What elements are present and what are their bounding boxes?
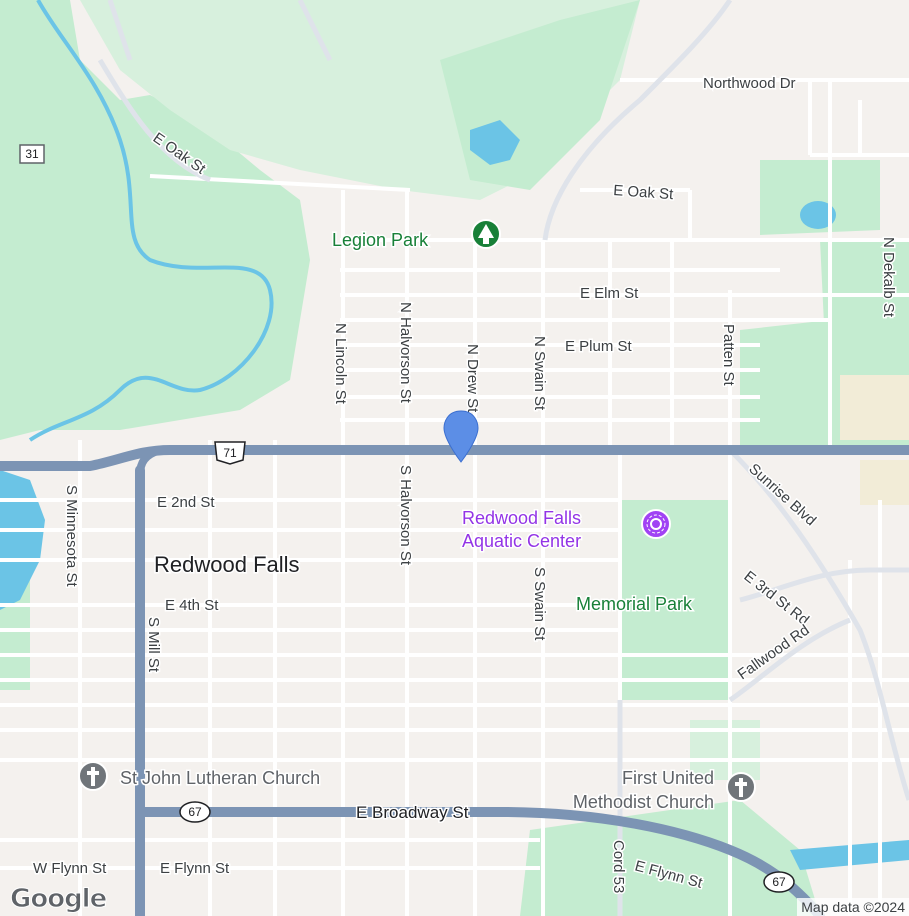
street-label-e-plum-st: E Plum St <box>565 338 633 355</box>
street-label-e-broadway-st: E Broadway St <box>356 803 469 822</box>
highway-67-shield: 67 <box>179 801 211 823</box>
street-label-e-2nd-st: E 2nd St <box>157 494 215 511</box>
street-label-e-flynn-st: E Flynn St <box>160 860 230 877</box>
water-features <box>28 0 274 442</box>
svg-text:67: 67 <box>772 875 786 889</box>
street-label-northwood-dr: Northwood Dr <box>703 75 796 92</box>
campus-area <box>840 375 909 440</box>
pond <box>800 201 836 229</box>
poi-legion-park[interactable]: Legion Park <box>331 219 501 252</box>
place-label-aquatic-center[interactable]: Redwood Falls <box>461 507 583 530</box>
local-roads <box>0 78 909 916</box>
svg-text:71: 71 <box>223 446 237 460</box>
arterial-roads <box>97 0 909 916</box>
highway-67-shield: 67 <box>763 871 795 893</box>
street-label-s-mill-st: S Mill St <box>145 617 162 673</box>
place-label-memorial-park[interactable]: Memorial Park <box>575 593 695 616</box>
place-label-legion-park[interactable]: Legion Park <box>331 229 431 252</box>
street-label-n-lincoln-st: N Lincoln St <box>332 323 349 405</box>
street-label-n-halvorson-st: N Halvorson St <box>397 302 414 404</box>
street-label-n-swain-st: N Swain St <box>531 336 548 411</box>
street-label-n-drew-st: N Drew St <box>464 344 481 413</box>
river-water <box>0 470 45 610</box>
place-label-first-united[interactable]: Methodist Church <box>571 791 715 814</box>
google-logo: Google <box>9 884 107 915</box>
street-label-s-minnesota-st: S Minnesota St <box>63 485 80 588</box>
place-label-aquatic-center[interactable]: Aquatic Center <box>461 530 583 553</box>
poi-first-united-church[interactable]: First United Methodist Church <box>571 767 756 814</box>
street-label-cord-53: Cord 53 <box>610 840 627 893</box>
street-label-s-swain-st: S Swain St <box>531 567 548 641</box>
cross-icon[interactable] <box>726 772 756 802</box>
campus-area <box>860 460 909 505</box>
map-pin-icon[interactable] <box>443 410 479 463</box>
svg-text:31: 31 <box>25 147 39 161</box>
pool-icon[interactable] <box>641 509 671 539</box>
street-label-n-dekalb-st: N Dekalb St <box>880 237 897 318</box>
highway-31-shield: 31 <box>19 144 45 164</box>
street-label-patten-st: Patten St <box>720 324 737 387</box>
place-label-first-united[interactable]: First United <box>620 767 715 790</box>
pond <box>470 120 520 165</box>
place-label-st-john-church[interactable]: St John Lutheran Church <box>119 767 322 790</box>
street-label-w-flynn-st: W Flynn St <box>33 860 107 877</box>
map-attribution[interactable]: Map data ©2024 <box>797 898 909 916</box>
svg-text:67: 67 <box>188 805 202 819</box>
tree-icon[interactable] <box>471 219 501 249</box>
street-label-s-halvorson-st: S Halvorson St <box>397 465 414 566</box>
poi-st-john-church[interactable]: St John Lutheran Church <box>78 761 322 791</box>
street-label-e-4th-st: E 4th St <box>165 597 219 614</box>
city-label-redwood-falls: Redwood Falls <box>154 552 300 577</box>
poi-aquatic-center[interactable]: Redwood Falls Aquatic Center <box>461 507 671 553</box>
street-label-e-elm-st: E Elm St <box>580 285 639 302</box>
cross-icon[interactable] <box>78 761 108 791</box>
highway-71-shield: 71 <box>214 441 246 465</box>
